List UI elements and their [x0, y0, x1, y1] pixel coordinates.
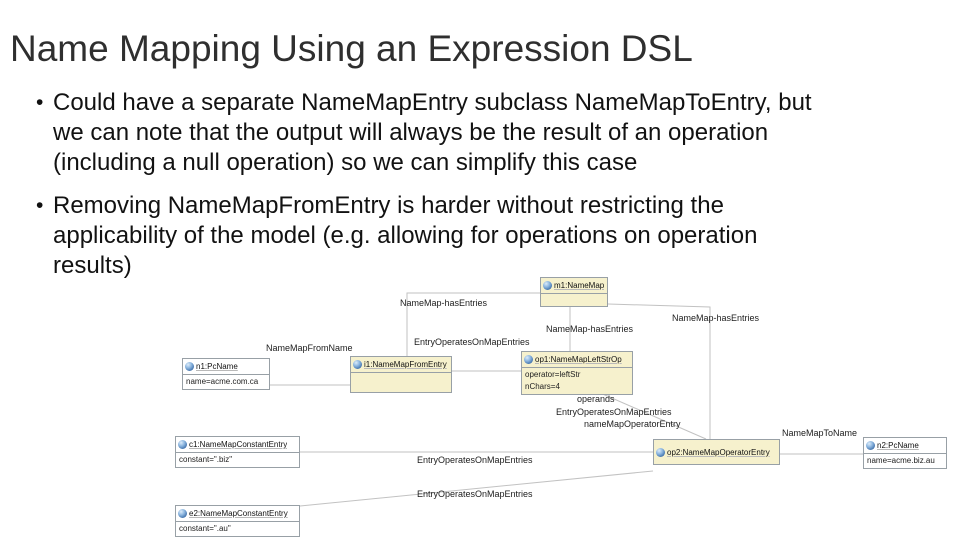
- edge-line-op1-op2: [597, 391, 707, 440]
- edge-label: EntryOperatesOnMapEntries: [417, 489, 533, 499]
- bullet-line: we can note that the output will always …: [53, 119, 769, 146]
- edge-label: nameMapOperatorEntry: [584, 419, 681, 429]
- node-body-op1: operator=leftStr nChars=4: [522, 368, 632, 394]
- node-title-label-e2: e2:NameMapConstantEntry: [189, 509, 288, 518]
- node-body-i1: [351, 373, 451, 392]
- bullet-line: applicability of the model (e.g. allowin…: [53, 222, 758, 249]
- bullet-marker: •: [36, 91, 44, 114]
- eobject-globe-icon: [178, 509, 187, 518]
- node-title-op1: op1:NameMapLeftStrOp: [522, 352, 632, 368]
- node-title-label-c1: c1:NameMapConstantEntry: [189, 440, 288, 449]
- node-attribute: constant=".biz": [179, 455, 233, 464]
- bullet-list: • Could have a separate NameMapEntry subc…: [36, 88, 916, 294]
- node-title-n1: n1:PcName: [183, 359, 269, 375]
- node-title-m1: m1:NameMap: [541, 278, 607, 294]
- node-title-c1: c1:NameMapConstantEntry: [176, 437, 299, 453]
- node-title-label-op1: op1:NameMapLeftStrOp: [535, 355, 622, 364]
- node-attribute: constant=".au": [179, 524, 231, 533]
- bullet-marker: •: [36, 194, 44, 217]
- diagram-node-op2: op2:NameMapOperatorEntry: [653, 439, 780, 465]
- edge-label: NameMap-hasEntries: [546, 324, 634, 334]
- edge-label: NameMapToName: [782, 428, 858, 438]
- edge-label: EntryOperatesOnMapEntries: [556, 407, 672, 417]
- node-title-label-op2: op2:NameMapOperatorEntry: [667, 447, 770, 457]
- edge-label: EntryOperatesOnMapEntries: [417, 455, 533, 465]
- bullet-line: Could have a separate NameMapEntry subcl…: [53, 89, 812, 116]
- eobject-globe-icon: [524, 355, 533, 364]
- node-attribute: name=acme.com.ca: [186, 377, 259, 386]
- diagram-node-op1: op1:NameMapLeftStrOp operator=leftStr nCha…: [521, 351, 633, 395]
- node-body-n1: name=acme.com.ca: [183, 375, 269, 389]
- eobject-globe-icon: [543, 281, 552, 290]
- eobject-globe-icon: [866, 441, 875, 450]
- eobject-globe-icon: [353, 360, 362, 369]
- edge-line-m1-op2: [607, 303, 711, 439]
- edge-label: NameMap-hasEntries: [672, 313, 760, 323]
- edge-label: EntryOperatesOnMapEntries: [414, 337, 530, 347]
- node-title-label-m1: m1:NameMap: [554, 281, 605, 290]
- diagram-node-n1: n1:PcName name=acme.com.ca: [182, 358, 270, 390]
- eobject-globe-icon: [185, 362, 194, 371]
- edge-label: NameMapFromName: [266, 343, 353, 353]
- bullet-line: results): [53, 252, 132, 279]
- bullet-text: Removing NameMapFromEntry is harder with…: [53, 191, 916, 281]
- edge-line-m1-i1: [406, 292, 540, 356]
- diagram-node-e2: e2:NameMapConstantEntry constant=".au": [175, 505, 300, 537]
- edge-label: operands: [577, 394, 615, 404]
- node-title-label-n2: n2:PcName: [877, 441, 919, 450]
- node-attribute: name=acme.biz.au: [867, 456, 935, 465]
- eobject-globe-icon: [656, 447, 665, 457]
- node-title-label-i1: i1:NameMapFromEntry: [364, 360, 447, 369]
- node-title-n2: n2:PcName: [864, 438, 946, 454]
- bullet-line: (including a null operation) so we can s…: [53, 149, 638, 176]
- node-title-e2: e2:NameMapConstantEntry: [176, 506, 299, 522]
- node-title-label-n1: n1:PcName: [196, 362, 238, 371]
- diagram-node-c1: c1:NameMapConstantEntry constant=".biz": [175, 436, 300, 468]
- slide-title: Name Mapping Using an Expression DSL: [10, 28, 693, 69]
- eobject-globe-icon: [178, 440, 187, 449]
- diagram-node-i1: i1:NameMapFromEntry: [350, 356, 452, 393]
- bullet-text: Could have a separate NameMapEntry subcl…: [53, 88, 916, 178]
- node-body-c1: constant=".biz": [176, 453, 299, 467]
- node-title-op2: op2:NameMapOperatorEntry: [654, 440, 779, 464]
- diagram-node-n2: n2:PcName name=acme.biz.au: [863, 437, 947, 469]
- bullet-line: Removing NameMapFromEntry is harder with…: [53, 192, 724, 219]
- node-body-e2: constant=".au": [176, 522, 299, 536]
- edge-label: NameMap-hasEntries: [400, 298, 488, 308]
- node-body-m1: [541, 294, 607, 306]
- edge-line-e2-op2: [299, 470, 654, 507]
- node-attribute: operator=leftStr: [525, 370, 581, 379]
- node-title-i1: i1:NameMapFromEntry: [351, 357, 451, 373]
- node-attribute: nChars=4: [525, 382, 560, 391]
- diagram-node-m1: m1:NameMap: [540, 277, 608, 307]
- node-body-n2: name=acme.biz.au: [864, 454, 946, 468]
- bullet-item: • Could have a separate NameMapEntry subc…: [36, 88, 916, 178]
- bullet-item: • Removing NameMapFromEntry is harder wit…: [36, 191, 916, 281]
